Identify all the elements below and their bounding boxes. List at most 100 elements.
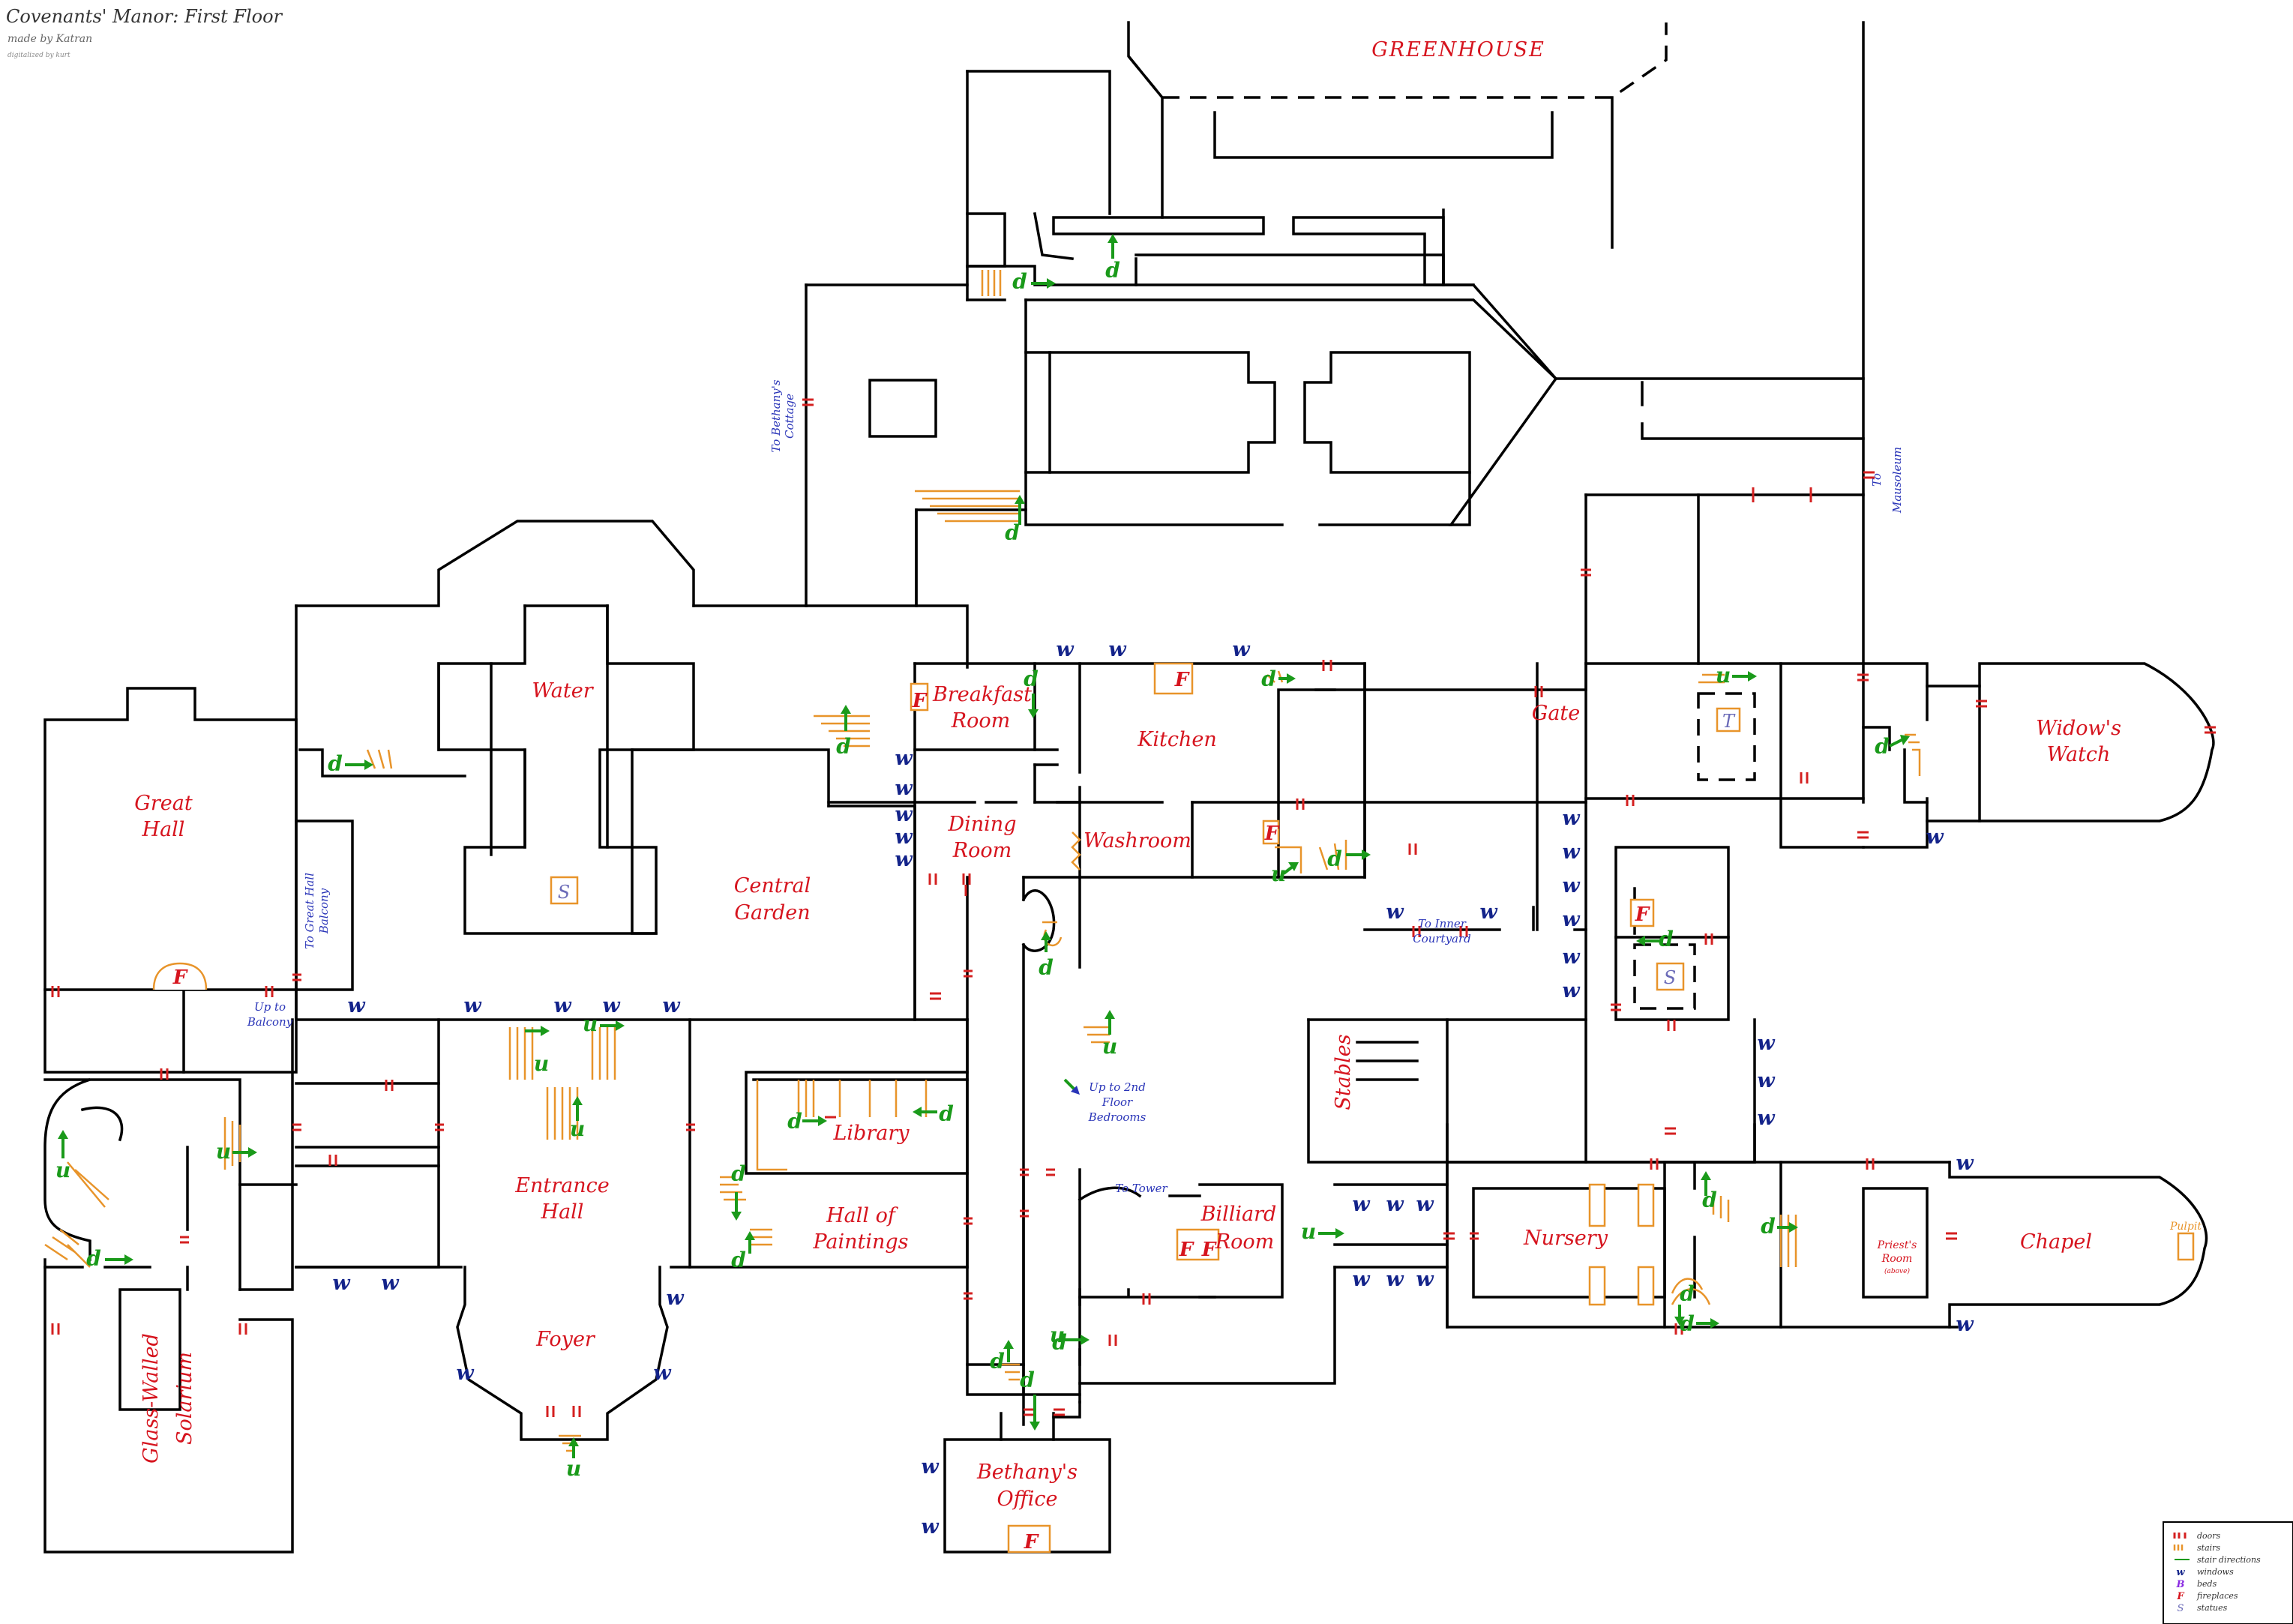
room-label-kitchen: Kitchen <box>1137 728 1217 751</box>
room-label-priests-room-above: (above) <box>1884 1267 1910 1275</box>
up-icon: u <box>1271 861 1286 886</box>
legend-box <box>2163 1521 2293 1624</box>
legend-item-stair-directions: stair directions <box>2175 1555 2261 1565</box>
room-label-widows-watch: Watch <box>2047 743 2111 766</box>
stair-directions: d d d d d d d u d d u u d d d d d d u <box>55 234 1910 1481</box>
windows: w w w w w w w w w w w w w w w w w w w w … <box>332 638 1974 1539</box>
note-up-to-bedrooms: Bedrooms <box>1088 1110 1146 1124</box>
up-icon: u <box>1716 663 1731 688</box>
bed-icon: B <box>2176 1579 2185 1590</box>
note-to-mausoleum: Mausoleum <box>1890 447 1904 514</box>
room-label-water: Water <box>532 679 594 703</box>
window-icon: w <box>332 1272 351 1295</box>
room-label-priests-room: Room <box>1881 1253 1913 1265</box>
svg-text:stair directions: stair directions <box>2197 1555 2261 1565</box>
legend-item-stairs: stairs <box>2173 1543 2220 1553</box>
map-credit: made by Katran <box>7 33 92 45</box>
down-icon: d <box>787 1109 802 1134</box>
window-icon: w <box>895 825 913 849</box>
svg-text:stairs: stairs <box>2197 1543 2220 1553</box>
legend-item-fireplaces: F fireplaces <box>2176 1591 2238 1602</box>
legend-item-doors: doors <box>2173 1531 2221 1541</box>
notes: To Bethany's Cottage To Mausoleum To Gre… <box>247 379 2202 1275</box>
svg-text:doors: doors <box>2197 1531 2221 1541</box>
fireplace-icon: F <box>1174 669 1190 691</box>
down-icon: d <box>990 1349 1005 1374</box>
down-icon: d <box>1761 1214 1776 1239</box>
room-label-foyer: Foyer <box>535 1328 596 1351</box>
note-great-hall-balcony: Balcony <box>317 888 331 934</box>
window-icon: w <box>463 994 482 1017</box>
window-icon: w <box>1956 1313 1974 1336</box>
window-icon: w <box>1562 945 1581 969</box>
room-label-billiard-room: Billiard <box>1200 1203 1277 1226</box>
down-icon: d <box>1327 846 1342 871</box>
map-title: Covenants' Manor: First Floor <box>6 6 283 27</box>
room-label-nursery: Nursery <box>1523 1227 1608 1250</box>
window-icon: w <box>553 994 572 1017</box>
window-icon: w <box>1232 638 1251 661</box>
down-icon: d <box>1680 1311 1695 1336</box>
room-label-hall-of-paintings: Paintings <box>812 1230 908 1254</box>
room-label-central-garden: Central <box>734 874 811 897</box>
note-up-to-balcony: Up to <box>254 1000 286 1014</box>
down-icon: d <box>1875 734 1890 759</box>
window-icon: w <box>602 994 621 1017</box>
room-label-dining-room: Dining <box>948 813 1017 836</box>
svg-text:windows: windows <box>2197 1567 2234 1577</box>
legend: doors stairs stair directions w windows … <box>2163 1521 2293 1624</box>
room-label-great-hall: Great <box>134 792 193 815</box>
window-icon: w <box>662 994 681 1017</box>
window-icon: w <box>347 994 366 1017</box>
svg-text:fireplaces: fireplaces <box>2196 1591 2238 1601</box>
window-icon: w <box>1416 1193 1434 1216</box>
window-icon: w <box>1757 1069 1776 1092</box>
room-label-greenhouse: GREENHOUSE <box>1371 38 1545 61</box>
legend-item-beds: B beds <box>2176 1579 2217 1590</box>
legend-item-windows: w windows <box>2176 1567 2234 1578</box>
up-icon: u <box>1050 1323 1065 1347</box>
up-icon: u <box>583 1011 598 1036</box>
fireplace-icon: F <box>1179 1239 1194 1261</box>
window-icon: w <box>895 803 913 826</box>
window-icon: w <box>1108 638 1127 661</box>
room-label-central-garden: Garden <box>734 901 810 924</box>
fireplace-icon: F <box>1635 903 1650 926</box>
window-icon: w <box>666 1287 685 1310</box>
fireplace-icon: F <box>1201 1239 1217 1261</box>
window-icon: w <box>381 1272 400 1295</box>
up-icon: u <box>566 1456 581 1481</box>
note-up-to-bedrooms: Up to 2nd <box>1089 1080 1146 1094</box>
down-icon: d <box>939 1101 954 1126</box>
stairs <box>44 270 1921 1452</box>
down-icon: d <box>1659 927 1674 951</box>
up-icon: u <box>570 1116 585 1141</box>
window-icon: w <box>1386 1193 1404 1216</box>
room-label-bethanys-office: Office <box>997 1488 1058 1511</box>
fireplace-icon: F <box>2176 1591 2184 1602</box>
legend-item-statues: S statues <box>2178 1603 2228 1614</box>
fireplace-icon: F <box>172 966 188 989</box>
window-icon: w <box>1562 840 1581 864</box>
note-up-to-balcony: Balcony <box>247 1015 293 1029</box>
room-labels: GREENHOUSE Water Great Hall Breakfast Ro… <box>134 38 2121 1511</box>
room-label-entrance-hall: Hall <box>541 1200 584 1224</box>
down-icon: d <box>731 1248 746 1272</box>
room-label-priests-room: Priest's <box>1877 1239 1917 1251</box>
up-icon: u <box>1301 1219 1316 1244</box>
window-icon: w <box>1562 979 1581 1002</box>
room-label-chapel: Chapel <box>2020 1230 2092 1254</box>
note-to-mausoleum: To <box>1870 473 1884 487</box>
window-icon: w <box>1056 638 1075 661</box>
window-icon: w <box>456 1362 475 1385</box>
window-icon: w <box>1926 825 1944 849</box>
svg-text:statues: statues <box>2197 1603 2228 1613</box>
down-icon: d <box>731 1161 746 1186</box>
up-icon: u <box>1102 1034 1117 1059</box>
window-icon: w <box>1352 1193 1371 1216</box>
fireplace-icon: F <box>1024 1531 1039 1554</box>
statue-icon: S <box>558 882 570 903</box>
svg-text:beds: beds <box>2197 1579 2217 1589</box>
down-icon: d <box>1005 520 1020 545</box>
